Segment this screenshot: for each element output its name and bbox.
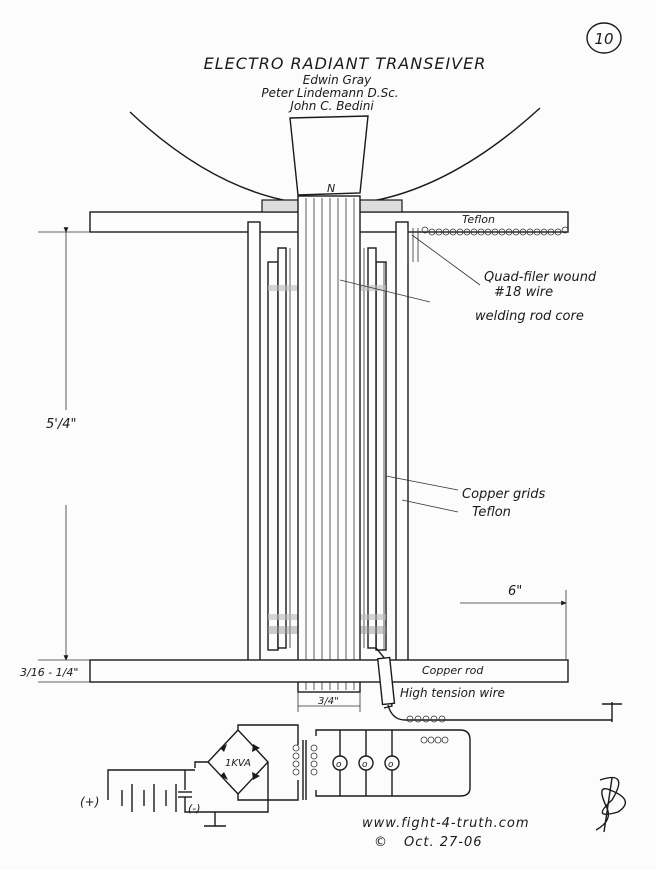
- copper-rod-label: Copper rod: [422, 664, 484, 677]
- copper-grids-label: Copper grids: [462, 487, 545, 502]
- website-label: www.fight-4-truth.com: [362, 816, 530, 831]
- core-width-dimension: [297, 692, 361, 712]
- core-width-label: 3/4": [318, 696, 339, 707]
- copyright-symbol: ©: [374, 835, 387, 850]
- author-gray: Edwin Gray: [303, 73, 372, 87]
- battery-plus-label: (+): [80, 795, 99, 809]
- plate-thickness-label: 3/16 - 1/4": [20, 666, 78, 679]
- bottom-plate: [89, 659, 569, 683]
- svg-text:o: o: [362, 760, 368, 770]
- wire-gauge-label: #18 wire: [494, 285, 553, 300]
- author-bedini: John C. Bedini: [288, 99, 374, 113]
- outer-cylinder: [247, 221, 419, 669]
- transformer-rating-label: 1KVA: [225, 758, 251, 769]
- power-schematic: o o o: [107, 724, 471, 827]
- page-number: 10: [594, 30, 613, 48]
- svg-text:o: o: [388, 760, 394, 770]
- north-pole-label: N: [327, 182, 335, 195]
- magnet-block: [289, 115, 369, 196]
- page-number-badge: 10: [586, 22, 622, 54]
- core-label: welding rod core: [475, 309, 584, 324]
- teflon-side-label: Teflon: [472, 505, 511, 520]
- svg-text:o: o: [336, 760, 342, 770]
- battery-minus-label: (-): [188, 802, 201, 815]
- high-tension-label: High tension wire: [400, 686, 505, 700]
- quad-filer-label: Quad-filer wound: [484, 270, 597, 285]
- author-lindemann: Peter Lindemann D.Sc.: [261, 86, 398, 100]
- high-tension-assembly: [375, 647, 622, 723]
- teflon-coil: [421, 226, 569, 236]
- core-rod: [297, 195, 361, 693]
- signature-mark: [595, 776, 627, 833]
- radius-dimension-label: 6": [508, 584, 522, 599]
- radius-dimension: [460, 590, 567, 660]
- height-dimension-label: 5'/4": [46, 417, 76, 432]
- teflon-top-label: Teflon: [462, 213, 495, 226]
- date-label: Oct. 27-06: [404, 835, 483, 850]
- height-dimension: [38, 227, 90, 661]
- diagram-title: ELECTRO RADIANT TRANSEIVER: [204, 54, 487, 73]
